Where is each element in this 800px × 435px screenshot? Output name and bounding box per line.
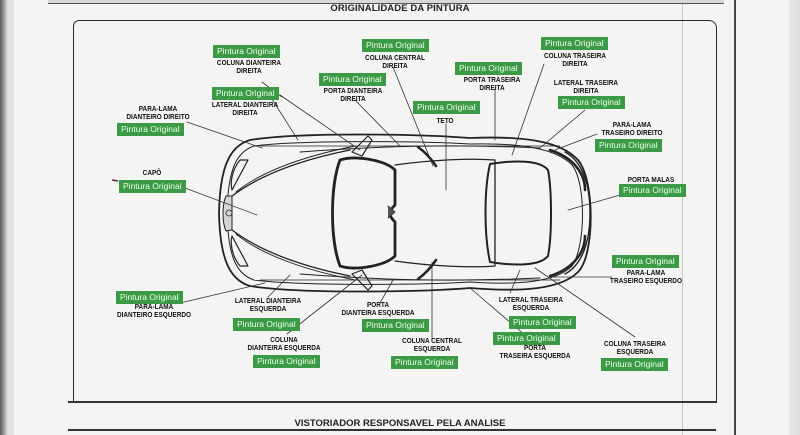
front-logo — [225, 209, 233, 217]
divider — [68, 429, 716, 431]
status-badge-coluna-dianteira-direita: Pintura Original — [213, 45, 280, 58]
rear-window — [484, 160, 552, 266]
headlight-left — [230, 235, 249, 267]
mirror-left — [351, 269, 373, 291]
roof-outline — [394, 158, 496, 268]
b-pillar-right — [416, 145, 438, 168]
status-badge-porta-dianteira-esquerda: Pintura Original — [362, 319, 429, 332]
rear-light-left — [548, 234, 587, 278]
status-badge-teto: Pintura Original — [413, 101, 480, 114]
diagram-frame — [73, 20, 717, 403]
hood-line-top — [231, 149, 351, 197]
part-label-capo: CAPÔ — [142, 170, 162, 177]
status-badge-lateral-dianteira-esquerda: Pintura Original — [233, 318, 300, 331]
hood-line-bottom — [231, 229, 351, 277]
part-label-teto: TETO — [436, 118, 454, 125]
rear-light-right — [548, 148, 587, 192]
status-badge-porta-traseira-esquerda: Pintura Original — [493, 332, 560, 345]
leader-lines — [179, 63, 636, 341]
inspector-section-title: VISTORIADOR RESPONSAVEL PELA ANALISE — [294, 418, 506, 429]
status-badge-coluna-central-direita: Pintura Original — [362, 39, 429, 52]
status-badge-para-lama-dianteiro-direito: Pintura Original — [117, 123, 184, 136]
front-grille — [222, 195, 233, 232]
pen-mark — [111, 179, 119, 182]
status-badge-para-lama-traseiro-direito: Pintura Original — [595, 139, 662, 152]
status-badge-lateral-traseira-esquerda: Pintura Original — [509, 316, 576, 329]
status-badge-lateral-traseira-direita: Pintura Original — [558, 96, 625, 109]
scan-edge — [0, 0, 8, 435]
status-badge-para-lama-traseiro-esquerdo: Pintura Original — [612, 255, 679, 268]
windshield — [331, 156, 397, 270]
status-badge-porta-malas: Pintura Original — [619, 184, 686, 197]
status-badge-para-lama-dianteiro-esquerdo: Pintura Original — [116, 291, 183, 304]
status-badge-porta-traseira-direita: Pintura Original — [455, 62, 522, 75]
guide-line — [682, 0, 683, 435]
status-badge-capo: Pintura Original — [119, 180, 186, 193]
form-border-right — [734, 0, 736, 435]
car-body-outline — [218, 133, 592, 293]
status-badge-coluna-dianteira-esquerda: Pintura Original — [253, 355, 320, 368]
status-badge-lateral-dianteira-direita: Pintura Original — [212, 87, 279, 100]
status-badge-coluna-central-esquerda: Pintura Original — [391, 356, 458, 369]
status-badge-coluna-traseira-direita: Pintura Original — [541, 37, 608, 50]
roof-split — [387, 205, 396, 219]
paper-fold — [789, 0, 800, 435]
mirror-right — [351, 135, 373, 157]
header-bar — [48, 0, 724, 4]
part-label-porta-malas: PORTA MALAS — [627, 177, 675, 184]
scan-edge-shadow — [8, 0, 14, 435]
divider — [68, 401, 716, 403]
section-title: ORIGINALIDADE DA PINTURA — [330, 3, 470, 14]
status-badge-porta-dianteira-direita: Pintura Original — [319, 73, 386, 86]
status-badge-coluna-traseira-esquerda: Pintura Original — [601, 358, 668, 371]
headlight-right — [230, 159, 249, 191]
b-pillar-left — [416, 258, 438, 281]
